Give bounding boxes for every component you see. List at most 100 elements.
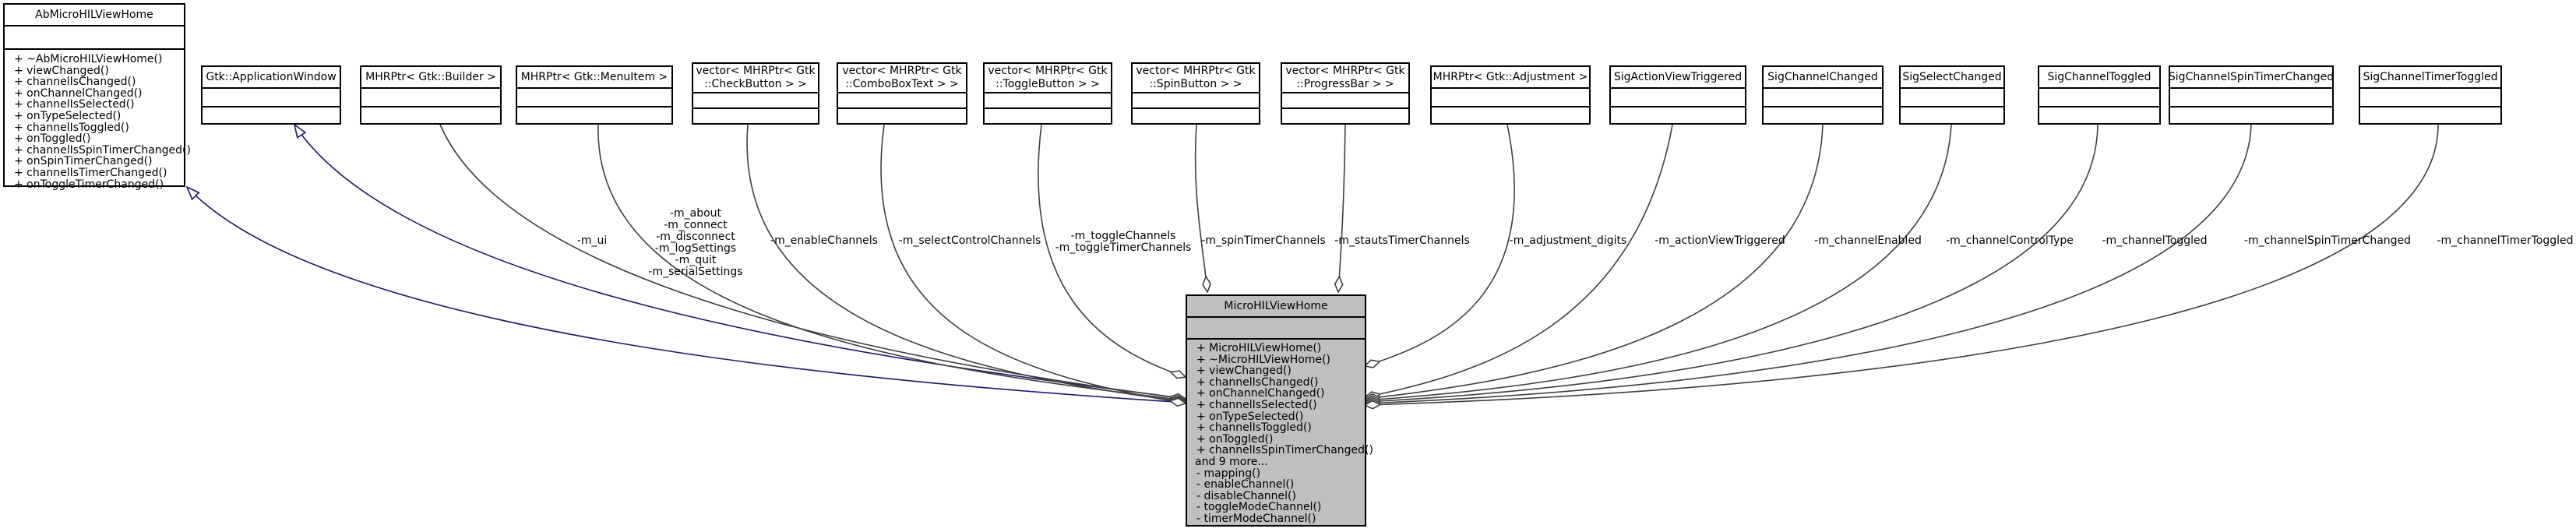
- attributes-section: [985, 93, 1111, 109]
- method: + onSpinTimerChanged(): [14, 155, 153, 168]
- method: + viewChanged(): [1196, 365, 1292, 378]
- method: + onChannelChanged(): [1196, 387, 1325, 400]
- class-box-menu-item: MHRPtr< Gtk::MenuItem >: [516, 65, 673, 125]
- method: - disableChannel(): [1196, 489, 1296, 502]
- attributes-section: [2039, 89, 2159, 107]
- method: + onToggleTimerChanged(): [14, 178, 164, 191]
- attributes-section: [1282, 93, 1408, 109]
- method: + onChannelChanged(): [14, 86, 143, 100]
- attributes-section: [1901, 89, 2003, 107]
- method: - enableChannel(): [1196, 478, 1295, 491]
- edge-label-action-view-triggered: -m_actionViewTriggered: [1654, 234, 1785, 247]
- edge-select-control-channels: [880, 124, 1186, 403]
- class-box-combo-box-text: vector< MHRPtr< Gtk ::ComboBoxText > >: [837, 62, 967, 125]
- class-name: SigChannelToggled: [2039, 67, 2159, 89]
- class-name: MHRPtr< Gtk::MenuItem >: [517, 67, 671, 89]
- edge-menu: [597, 124, 1186, 400]
- attributes-section: [2360, 89, 2500, 107]
- method: + viewChanged(): [14, 64, 109, 77]
- class-name: vector< MHRPtr< Gtk ::ComboBoxText > >: [838, 64, 966, 93]
- class-name: vector< MHRPtr< Gtk ::CheckButton > >: [693, 64, 818, 93]
- class-name: SigChannelSpinTimerChanged: [2169, 67, 2334, 89]
- method: + onTypeSelected(): [1196, 410, 1304, 423]
- inheritance-edge-ab-view-home: [187, 187, 1188, 403]
- attributes-section: [838, 93, 966, 109]
- method: + channelIsToggled(): [1196, 421, 1312, 435]
- class-name: Gtk::ApplicationWindow: [203, 67, 340, 89]
- method: + channelIsSelected(): [1196, 398, 1317, 411]
- attributes-section: [693, 93, 818, 109]
- method: + channelIsToggled(): [14, 121, 129, 134]
- method: + channelIsSpinTimerChanged(): [1196, 444, 1373, 457]
- edge-label-channel-toggled: -m_channelToggled: [2102, 234, 2208, 247]
- edge-label-channel-enabled: -m_channelEnabled: [1814, 234, 1922, 247]
- edge-channel-toggled: [1365, 124, 2099, 402]
- method: + channelIsTimerChanged(): [14, 166, 167, 179]
- edge-label-ui: -m_ui: [576, 234, 608, 247]
- class-box-check-button: vector< MHRPtr< Gtk ::CheckButton > >: [692, 62, 819, 125]
- class-box-builder: MHRPtr< Gtk::Builder >: [360, 65, 502, 125]
- method: + MicroHILViewHome(): [1196, 342, 1322, 354]
- method: + onTypeSelected(): [14, 109, 122, 122]
- method: - toggleModeChannel(): [1196, 501, 1322, 514]
- attributes-section: [1133, 93, 1259, 109]
- class-name: vector< MHRPtr< Gtk ::ToggleButton > >: [985, 64, 1111, 93]
- class-name: AbMicroHILViewHome: [5, 5, 184, 26]
- method: - mapping(): [1196, 467, 1261, 480]
- edge-ui: [439, 124, 1186, 399]
- class-box-sig-channel-toggled: SigChannelToggled: [2038, 65, 2161, 125]
- class-box-ab-micro-hil-view-home: AbMicroHILViewHome + ~AbMicroHILViewHome…: [3, 3, 191, 190]
- method: + onToggled(): [1196, 432, 1274, 446]
- class-box-spin-button: vector< MHRPtr< Gtk ::SpinButton > >: [1131, 62, 1260, 125]
- attributes-section: [5, 26, 184, 50]
- edge-label-menu: -m_about -m_connect -m_disconnect -m_log…: [648, 207, 743, 278]
- edge-adjustment-digits: [1365, 124, 1515, 366]
- class-name: vector< MHRPtr< Gtk ::ProgressBar > >: [1282, 64, 1408, 93]
- method: + channelIsChanged(): [1196, 375, 1319, 389]
- edge-action-view-triggered: [1365, 124, 1673, 397]
- attributes-section: [1611, 89, 1745, 107]
- attributes-section: [1432, 89, 1589, 107]
- edge-label-adjustment-digits: -m_adjustment_digits: [1509, 234, 1627, 247]
- attributes-section: [1764, 89, 1882, 107]
- edge-channel-enabled: [1365, 124, 1824, 399]
- edge-channel-timer-toggled: [1365, 124, 2439, 405]
- method: + channelIsSpinTimerChanged(): [14, 143, 191, 157]
- class-name: MHRPtr< Gtk::Builder >: [361, 67, 500, 89]
- attributes-section: [1187, 318, 1365, 340]
- edge-channel-control-type: [1365, 124, 1952, 400]
- class-box-sig-channel-spin-timer-changed: SigChannelSpinTimerChanged: [2169, 65, 2334, 125]
- class-name: vector< MHRPtr< Gtk ::SpinButton > >: [1133, 64, 1259, 93]
- class-box-progress-bar: vector< MHRPtr< Gtk ::ProgressBar > >: [1281, 62, 1410, 125]
- class-name: SigSelectChanged: [1901, 67, 2003, 89]
- edge-label-channel-timer-toggled: -m_channelTimerToggled: [2437, 234, 2574, 247]
- edge-label-toggle-channels: -m_toggleChannels -m_toggleTimerChannels: [1055, 230, 1192, 254]
- method: + channelIsChanged(): [14, 76, 136, 89]
- method: + channelIsSelected(): [14, 98, 135, 111]
- edge-stauts-timer-channels: [1338, 124, 1346, 292]
- attributes-section: [2170, 89, 2332, 107]
- class-box-application-window: Gtk::ApplicationWindow: [201, 65, 341, 125]
- edge-toggle-channels: [1038, 124, 1186, 377]
- class-name: MicroHILViewHome: [1187, 296, 1365, 318]
- class-name: MHRPtr< Gtk::Adjustment >: [1432, 67, 1589, 89]
- edge-label-channel-control-type: -m_channelControlType: [1946, 234, 2074, 247]
- class-name: SigChannelTimerToggled: [2360, 67, 2500, 89]
- method: + ~MicroHILViewHome(): [1196, 353, 1330, 366]
- class-box-toggle-button: vector< MHRPtr< Gtk ::ToggleButton > >: [983, 62, 1112, 125]
- class-name: SigActionViewTriggered: [1611, 67, 1745, 89]
- methods-section: + MicroHILViewHome() + ~MicroHILViewHome…: [1187, 340, 1373, 525]
- edge-label-stauts-timer-channels: -m_stautsTimerChannels: [1334, 234, 1470, 247]
- edge-spin-timer-channels: [1194, 124, 1207, 292]
- edge-label-select-control-channels: -m_selectControlChannels: [898, 234, 1041, 247]
- method: + onToggled(): [14, 132, 91, 146]
- class-box-micro-hil-view-home: MicroHILViewHome + MicroHILViewHome() + …: [1186, 294, 1373, 527]
- attributes-section: [517, 89, 671, 107]
- class-box-sig-select-changed: SigSelectChanged: [1899, 65, 2005, 125]
- class-box-adjustment: MHRPtr< Gtk::Adjustment >: [1430, 65, 1591, 125]
- edge-enable-channels: [746, 124, 1186, 402]
- method: - timerModeChannel(): [1196, 512, 1316, 525]
- attributes-section: [203, 89, 340, 107]
